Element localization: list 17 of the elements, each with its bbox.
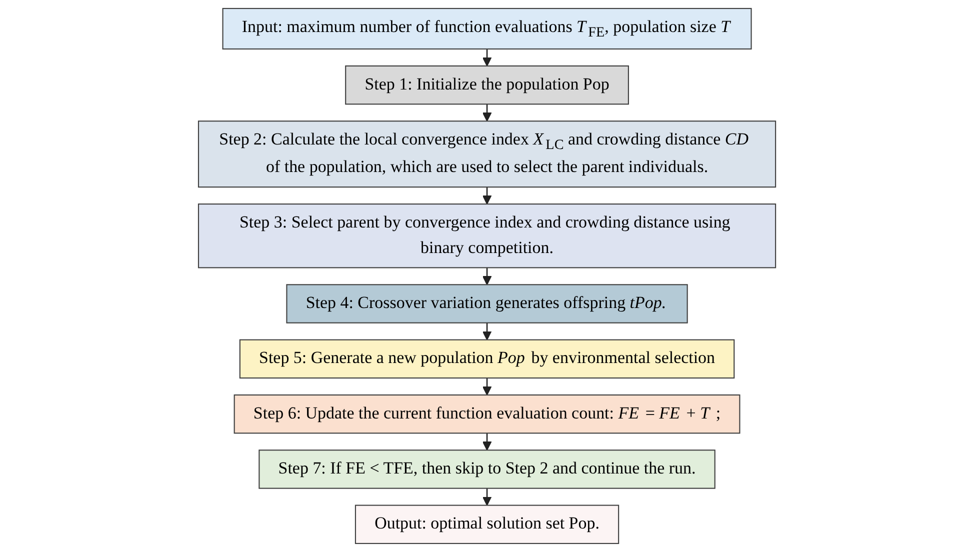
- node-box: Step 4: Crossover variation generates offspring tPop.: [286, 284, 688, 324]
- arrow: [482, 433, 492, 451]
- arrow: [482, 378, 492, 396]
- arrow: [482, 49, 492, 66]
- node-box: Input: maximum number of function evaluations T$_{FE}$, population size T: [222, 8, 752, 50]
- arrow: [482, 268, 492, 286]
- node-box: Step 1: Initialize the population Pop: [345, 65, 629, 105]
- node-box: Output: optimal solution set Pop.: [354, 504, 620, 544]
- node-box: Step 7: If FE < TFE, then skip to Step 2 and continue the run.: [258, 450, 716, 489]
- arrow: [482, 104, 492, 122]
- arrow: [482, 488, 492, 506]
- arrow: [482, 322, 492, 340]
- node-box: Step 6: Update the current function evaluation count: FE = FE + T ;: [234, 394, 740, 434]
- arrow: [482, 187, 492, 204]
- node-box: Step 5: Generate a new population Pop by environmental selection: [239, 339, 735, 379]
- node-box: Step 3: Select parent by convergence index and crowding distance using binary competition.: [198, 204, 776, 268]
- node-box: Step 2: Calculate the local convergence index X$_{LC}$ and crowding distance CD of the population, which are used to select the parent individuals.: [198, 120, 776, 188]
